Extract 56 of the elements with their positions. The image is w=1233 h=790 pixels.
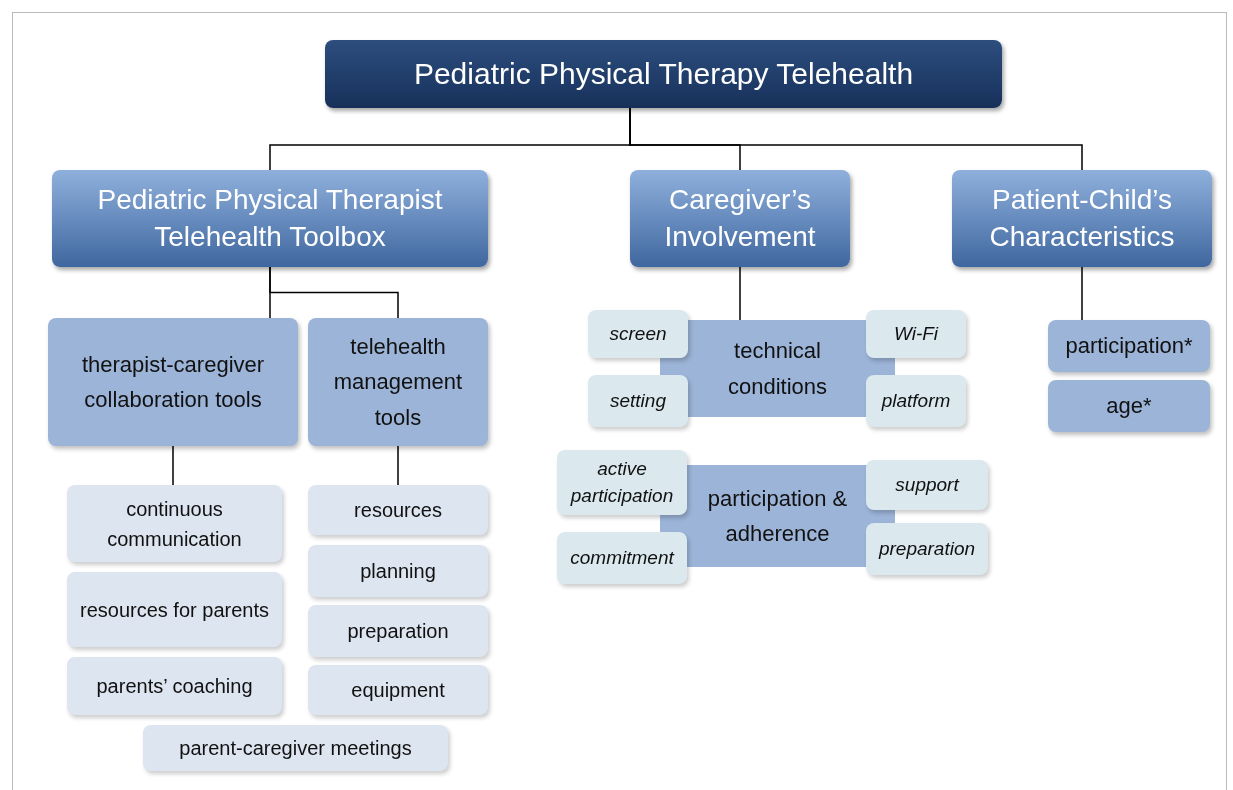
node-label: active participation (569, 456, 675, 508)
tag-card (866, 310, 966, 358)
node-label: preparation (347, 619, 449, 644)
node-label: therapist-caregiver collaboration tools (80, 350, 266, 414)
connector-line (1081, 266, 1083, 321)
connector-line (629, 107, 1083, 171)
node-label: continuous communication (106, 496, 243, 552)
item-card (308, 545, 488, 597)
node-label: parents’ coaching (96, 674, 253, 699)
node-label: Caregiver’s Involvement (663, 183, 817, 254)
node-label: participation & adherence (706, 484, 849, 548)
node-label: equipment (351, 678, 445, 703)
item-card (308, 665, 488, 715)
node-label: Patient-Child’s Characteristics (988, 183, 1176, 254)
node-label: technical conditions (726, 337, 829, 401)
node-label: support (895, 472, 959, 497)
subcategory-box (48, 318, 298, 446)
tag-card (557, 450, 687, 515)
node-label: Pediatric Physical Therapist Telehealth Toolbox (96, 183, 444, 254)
connector-line (739, 266, 741, 321)
item-card (67, 657, 282, 715)
node-label: participation* (1065, 332, 1193, 361)
connector-line (397, 445, 399, 486)
subcategory-box (1048, 380, 1210, 432)
connector-line (172, 445, 174, 486)
category-box (630, 170, 850, 267)
item-card (67, 485, 282, 562)
node-label: resources (354, 498, 442, 523)
category-box (952, 170, 1212, 267)
node-label: Pediatric Physical Therapy Telehealth (413, 57, 914, 91)
node-label: parent-caregiver meetings (179, 736, 412, 761)
tag-card (866, 460, 988, 510)
item-card (308, 605, 488, 657)
node-label: resources for parents (80, 597, 269, 623)
category-box (52, 170, 488, 267)
tag-card (588, 375, 688, 427)
subcategory-box (1048, 320, 1210, 372)
subcategory-box (308, 318, 488, 446)
tag-card (866, 523, 988, 575)
node-label: screen (609, 321, 667, 346)
tag-card (557, 532, 687, 584)
node-label: telehealth management tools (332, 333, 464, 432)
tag-card (866, 375, 966, 427)
node-label: platform (881, 388, 951, 413)
title-box (325, 40, 1002, 108)
item-card (67, 572, 282, 647)
node-label: planning (360, 559, 436, 584)
node-label: age* (1106, 392, 1152, 421)
connector-line (269, 266, 399, 319)
node-label: Wi-Fi (893, 321, 939, 346)
node-label: commitment (570, 545, 674, 570)
item-card (308, 485, 488, 535)
item-card (143, 725, 448, 771)
node-label: setting (610, 388, 666, 413)
node-label: preparation (878, 536, 976, 561)
tag-card (588, 310, 688, 358)
